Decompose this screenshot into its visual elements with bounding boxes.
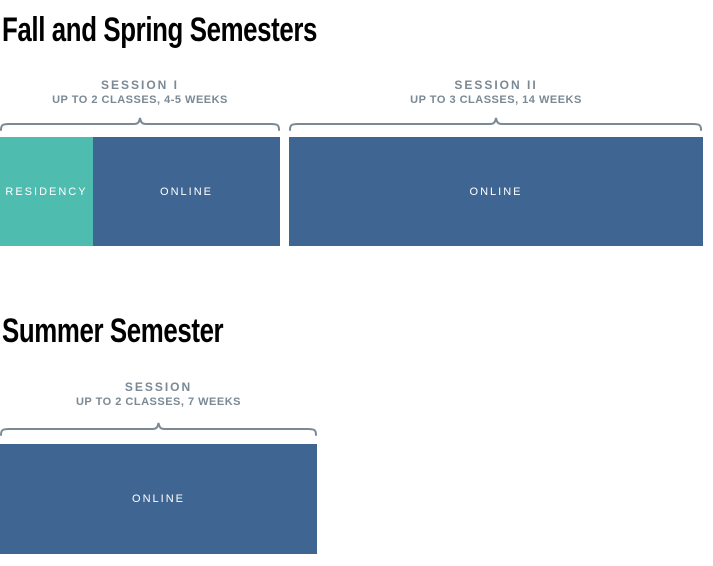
fall-spring-title: Fall and Spring Semesters	[2, 11, 417, 50]
session1-name: SESSION I	[100, 78, 180, 92]
summer-title: Summer Semester	[2, 312, 293, 351]
summer-session-bar: ONLINE	[0, 444, 317, 554]
session1-bar: RESIDENCY ONLINE	[0, 137, 280, 246]
summer-title-text: Summer Semester	[2, 312, 224, 350]
fall-spring-title-text: Fall and Spring Semesters	[2, 11, 318, 49]
session1-online-segment: ONLINE	[93, 137, 280, 246]
session1-bracket-icon	[0, 117, 280, 131]
summer-session-detail: UP TO 2 CLASSES, 7 WEEKS	[75, 396, 242, 408]
summer-session-bracket-icon	[0, 422, 317, 436]
session2-bar: ONLINE	[289, 137, 703, 246]
summer-session-name: SESSION	[124, 380, 193, 394]
residency-segment-label: RESIDENCY	[5, 185, 88, 198]
session2-name: SESSION II	[454, 78, 538, 92]
session2-online-segment: ONLINE	[289, 137, 703, 246]
session2-bracket-icon	[289, 117, 702, 131]
session1-residency-segment: RESIDENCY	[0, 137, 93, 246]
online-segment-label: ONLINE	[160, 185, 213, 198]
summer-session-label: SESSION UP TO 2 CLASSES, 7 WEEKS	[0, 380, 317, 409]
session1-detail: UP TO 2 CLASSES, 4-5 WEEKS	[52, 94, 228, 106]
online-segment-label: ONLINE	[132, 493, 185, 505]
online-segment-label: ONLINE	[469, 185, 523, 198]
session2-label: SESSION II UP TO 3 CLASSES, 14 WEEKS	[289, 78, 703, 107]
session1-label: SESSION I UP TO 2 CLASSES, 4-5 WEEKS	[0, 78, 280, 107]
session2-detail: UP TO 3 CLASSES, 14 WEEKS	[410, 94, 582, 106]
summer-online-segment: ONLINE	[0, 444, 317, 554]
